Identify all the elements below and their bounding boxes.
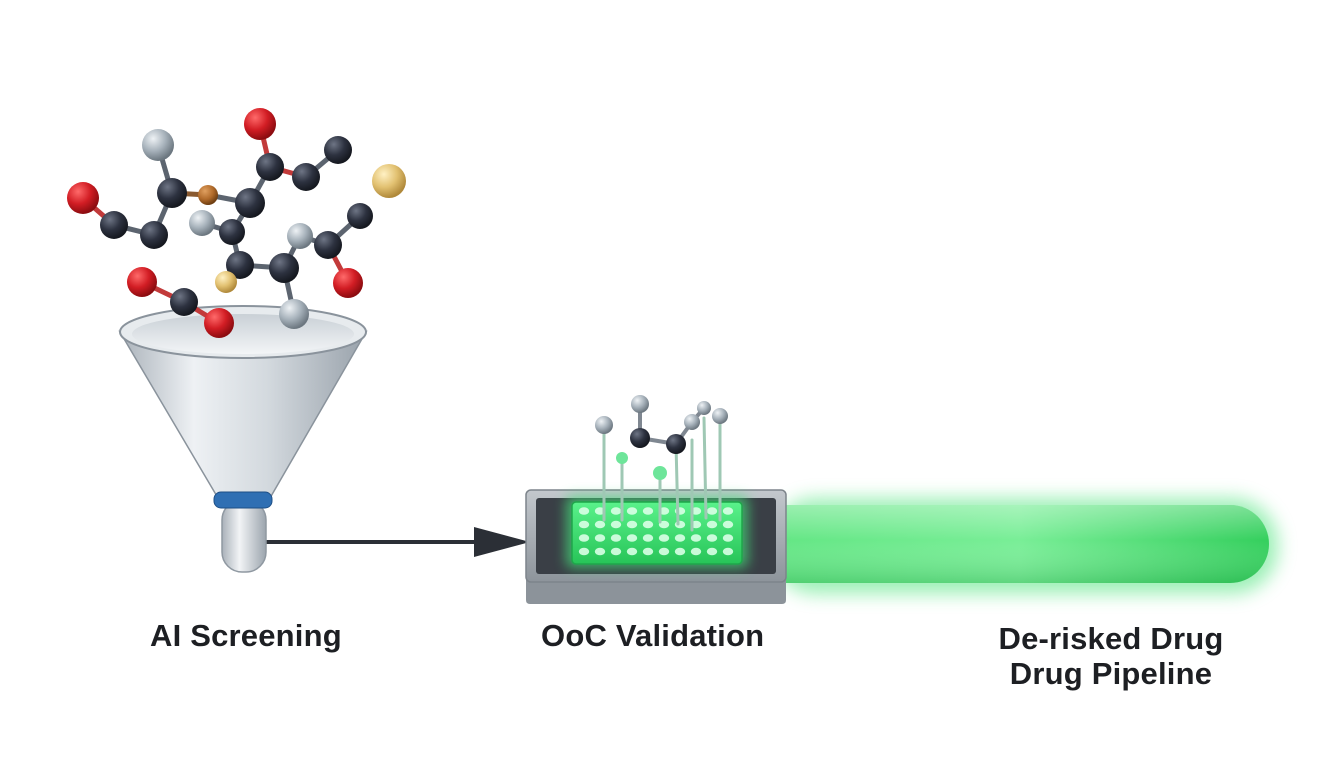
chip-well [642, 534, 654, 542]
atom-carbon [100, 211, 128, 239]
atom-carbon [170, 288, 198, 316]
chip-well [594, 520, 606, 529]
chip-well [610, 520, 622, 529]
chip-well [658, 534, 670, 542]
chip-well [722, 534, 734, 542]
chip-well [642, 547, 654, 556]
probe-atom [653, 466, 667, 480]
chip-well [674, 547, 686, 556]
atom-sulfur [215, 271, 237, 293]
chip-well [578, 547, 590, 556]
chip-well [706, 520, 718, 529]
atom-hydrogen [279, 299, 309, 329]
pipeline-label: De-risked Drug Drug Pipeline [955, 621, 1267, 691]
atom-oxygen [333, 268, 363, 298]
ai-screening-molecules [67, 108, 406, 338]
atom-carbon [314, 231, 342, 259]
chip-well [690, 534, 702, 542]
atom-carbon [226, 251, 254, 279]
atom-carbon [140, 221, 168, 249]
chip-well [722, 520, 734, 529]
atom-oxygen [67, 182, 99, 214]
probe-atom [684, 414, 700, 430]
probe-atom [697, 401, 711, 415]
probe-atom [631, 395, 649, 413]
chip-well [610, 534, 622, 542]
atom-carbon [324, 136, 352, 164]
atom-carbon [269, 253, 299, 283]
chip-well [610, 547, 622, 556]
atom-carbon [157, 178, 187, 208]
funnel-icon [118, 305, 368, 573]
pipeline-label-line2: Drug Pipeline [1009, 655, 1213, 691]
chip-well [674, 534, 686, 542]
chip-well [706, 547, 718, 556]
atom-hydrogen [189, 210, 215, 236]
probe-atom [595, 416, 613, 434]
chip-well [658, 520, 670, 529]
atom-hydrogen [287, 223, 313, 249]
chip-well [722, 507, 734, 515]
chip-well [658, 547, 670, 556]
atom-carbon [256, 153, 284, 181]
chip-well [594, 534, 606, 542]
flow-arrow-icon [254, 527, 530, 557]
probe-atom [630, 428, 650, 448]
chip-well [674, 520, 686, 529]
probe-atom [666, 434, 686, 454]
chip-well [578, 507, 590, 515]
atom-carbon [292, 163, 320, 191]
chip-well [578, 520, 590, 529]
chip-well [610, 507, 622, 515]
atom-carbon [347, 203, 373, 229]
atom-carbon [219, 219, 245, 245]
atom-oxygen [244, 108, 276, 140]
chip-well [626, 507, 638, 515]
atom-nitrogen [198, 185, 218, 205]
chip-well [722, 547, 734, 556]
chip-well [642, 520, 654, 529]
chip-well [706, 534, 718, 542]
atom-hydrogen [142, 129, 174, 161]
ai-screening-label: AI Screening [150, 618, 342, 653]
probe-atom [712, 408, 728, 424]
chip-well [594, 547, 606, 556]
pipeline-label-line1: De-risked Drug [998, 621, 1224, 656]
chip-well [626, 534, 638, 542]
atom-carbon [235, 188, 265, 218]
ooc-validation-label: OoC Validation [541, 618, 765, 653]
chip-well [578, 534, 590, 542]
chip-well [626, 520, 638, 529]
chip-well [706, 507, 718, 515]
atom-sulfur [372, 164, 406, 198]
atom-oxygen [204, 308, 234, 338]
chip-well [642, 507, 654, 515]
chip-well [690, 547, 702, 556]
chip-well [626, 547, 638, 556]
atom-oxygen [127, 267, 157, 297]
probe-atom [616, 452, 628, 464]
pipeline-bar-icon [770, 498, 1278, 594]
organ-on-chip-icon [525, 395, 787, 604]
